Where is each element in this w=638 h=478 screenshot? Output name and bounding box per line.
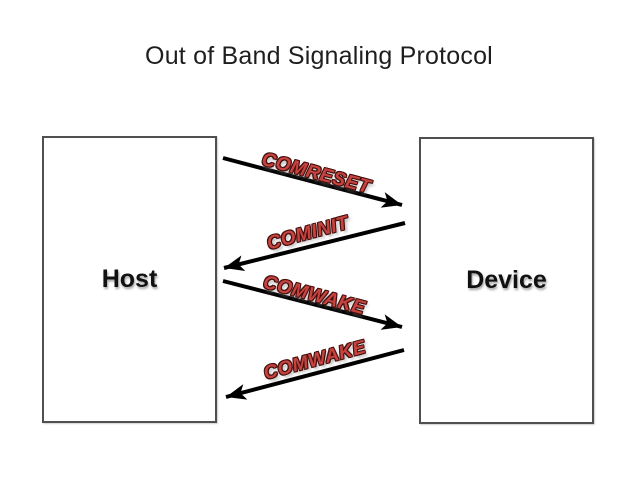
arrow-comwake-device-to-host <box>225 348 405 400</box>
host-label: Host <box>101 265 158 293</box>
arrow-cominit-device-to-host <box>223 221 406 271</box>
host-box: Host <box>42 136 217 423</box>
arrow-comreset-host-to-device <box>222 156 403 208</box>
arrow-comwake-host-to-device <box>222 279 403 330</box>
page-title: Out of Band Signaling Protocol <box>145 42 493 70</box>
device-label: Device <box>466 266 547 294</box>
device-box: Device <box>419 137 594 424</box>
